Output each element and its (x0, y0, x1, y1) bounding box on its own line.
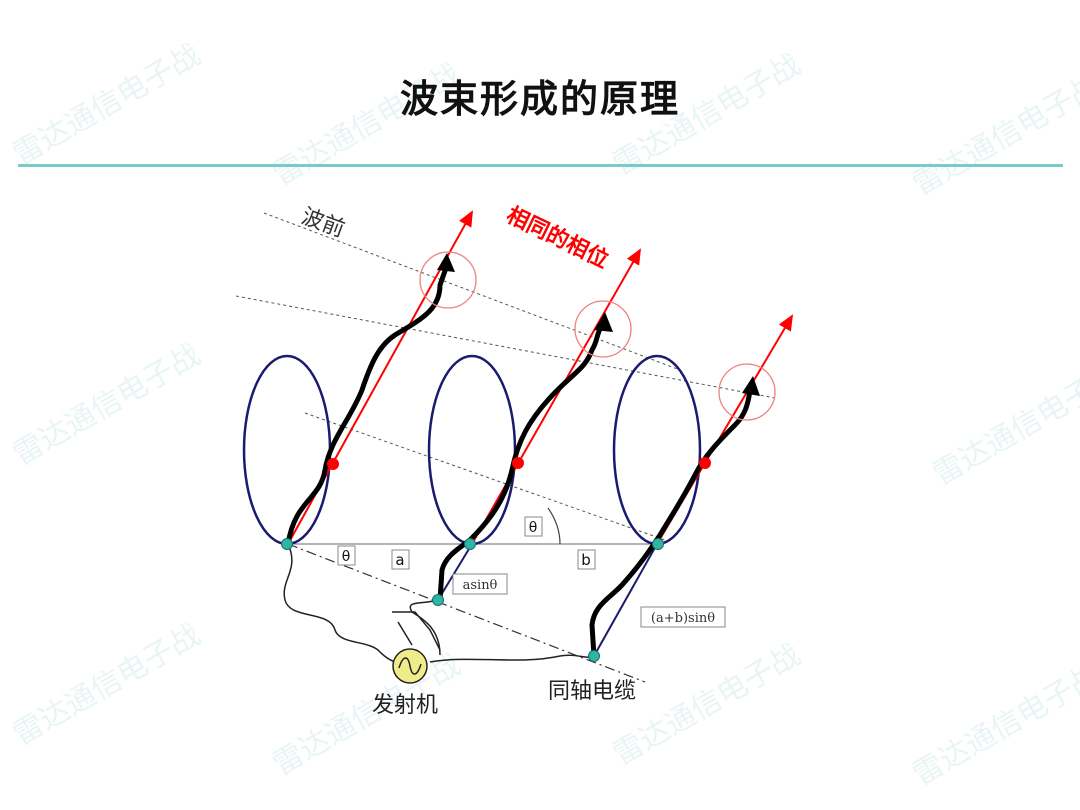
arrowhead-icon (594, 312, 613, 332)
antenna-loop-1 (242, 354, 332, 546)
a-label: a (395, 551, 404, 569)
title-divider (18, 164, 1063, 167)
signal-wave-1 (285, 265, 449, 547)
antenna-loop-3 (612, 354, 702, 546)
phase-circle-1 (419, 251, 477, 309)
phase-reference-line (287, 543, 646, 683)
arrowhead-icon (437, 253, 455, 272)
sine-icon (398, 657, 422, 675)
wavefront-line (263, 212, 681, 371)
wavefront-line (304, 412, 666, 541)
absin-label: (a+b)sinθ (651, 611, 715, 626)
connector-icon (392, 611, 441, 651)
same-phase-label: 相同的相位 (502, 202, 612, 274)
feed-node (281, 538, 293, 550)
theta-label-left: θ (342, 549, 351, 565)
a-box (391, 549, 410, 570)
transmitter-label: 发射机 (372, 693, 438, 718)
intersection-dot (327, 458, 339, 470)
ray-2 (471, 248, 641, 545)
page-title: 波束形成的原理 (399, 77, 680, 121)
phase-circle-3 (718, 363, 776, 421)
intersection-dot (699, 457, 711, 469)
phase-circle-2 (574, 300, 632, 358)
asin-box (452, 573, 508, 595)
coax-cable (283, 543, 595, 665)
signal-wave-3 (589, 387, 753, 659)
b-box (577, 549, 596, 570)
feed-node (464, 538, 476, 550)
coax-label: 同轴电缆 (548, 679, 636, 704)
theta-label-right: θ (529, 520, 538, 536)
asin-label: asinθ (463, 578, 498, 593)
antenna-loop-2 (427, 354, 517, 546)
wavefront-label: 波前 (298, 204, 348, 243)
coax-cable (409, 599, 441, 656)
feed-line (437, 543, 473, 601)
theta-box-right (524, 516, 543, 537)
feed-node (652, 538, 664, 550)
b-label: b (581, 551, 591, 569)
absin-box (640, 606, 726, 628)
feed-line (593, 543, 658, 657)
theta-box-left (337, 545, 356, 566)
arrowhead-icon (742, 376, 760, 396)
intersection-dot (512, 457, 524, 469)
theta-arc (547, 507, 561, 545)
feed-node (432, 594, 444, 606)
feed-node (588, 650, 600, 662)
